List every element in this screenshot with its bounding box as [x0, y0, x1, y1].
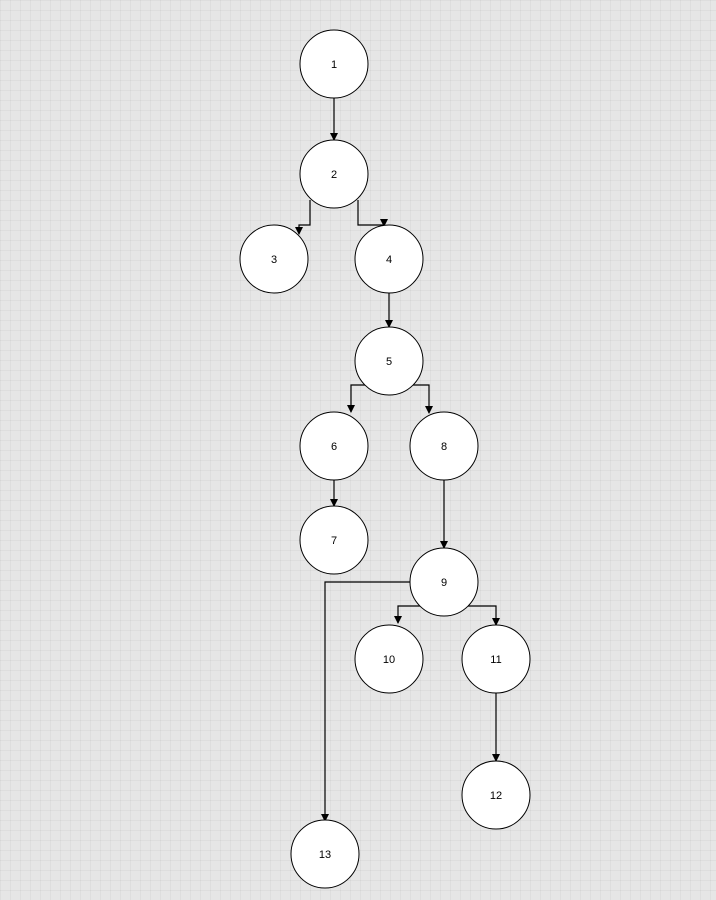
- edge-5-to-6: [347, 384, 366, 413]
- node-2-label: 2: [331, 169, 337, 181]
- node-4-label: 4: [386, 254, 392, 266]
- edges-layer: [295, 98, 500, 822]
- node-5-label: 5: [386, 356, 392, 368]
- node-3-label: 3: [271, 254, 277, 266]
- node-8-label: 8: [441, 441, 447, 453]
- node-2[interactable]: 2: [299, 139, 369, 209]
- node-7-label: 7: [331, 535, 337, 547]
- node-11[interactable]: 11: [461, 624, 531, 694]
- node-12-label: 12: [490, 790, 502, 802]
- edge-9-to-11: [468, 605, 500, 626]
- node-5[interactable]: 5: [354, 326, 424, 396]
- node-8[interactable]: 8: [409, 411, 479, 481]
- node-1[interactable]: 1: [299, 29, 369, 99]
- nodes-layer: 1 2 3 4 5 6 7 8: [239, 29, 531, 889]
- node-3[interactable]: 3: [239, 224, 309, 294]
- node-9[interactable]: 9: [409, 547, 479, 617]
- node-4[interactable]: 4: [354, 224, 424, 294]
- edge-5-to-8: [413, 384, 433, 414]
- node-10-label: 10: [383, 654, 395, 666]
- node-13[interactable]: 13: [290, 819, 360, 889]
- node-6[interactable]: 6: [299, 411, 369, 481]
- edge-9-to-13: [321, 581, 411, 822]
- node-13-label: 13: [319, 849, 331, 861]
- node-6-label: 6: [331, 441, 337, 453]
- edge-2-to-3: [295, 200, 311, 235]
- edge-9-to-10: [394, 605, 420, 624]
- node-12[interactable]: 12: [461, 760, 531, 830]
- node-11-label: 11: [490, 654, 501, 666]
- node-7[interactable]: 7: [299, 505, 369, 575]
- node-9-label: 9: [441, 577, 447, 589]
- node-10[interactable]: 10: [354, 624, 424, 694]
- edge-2-to-4: [357, 200, 388, 227]
- node-1-label: 1: [331, 59, 337, 71]
